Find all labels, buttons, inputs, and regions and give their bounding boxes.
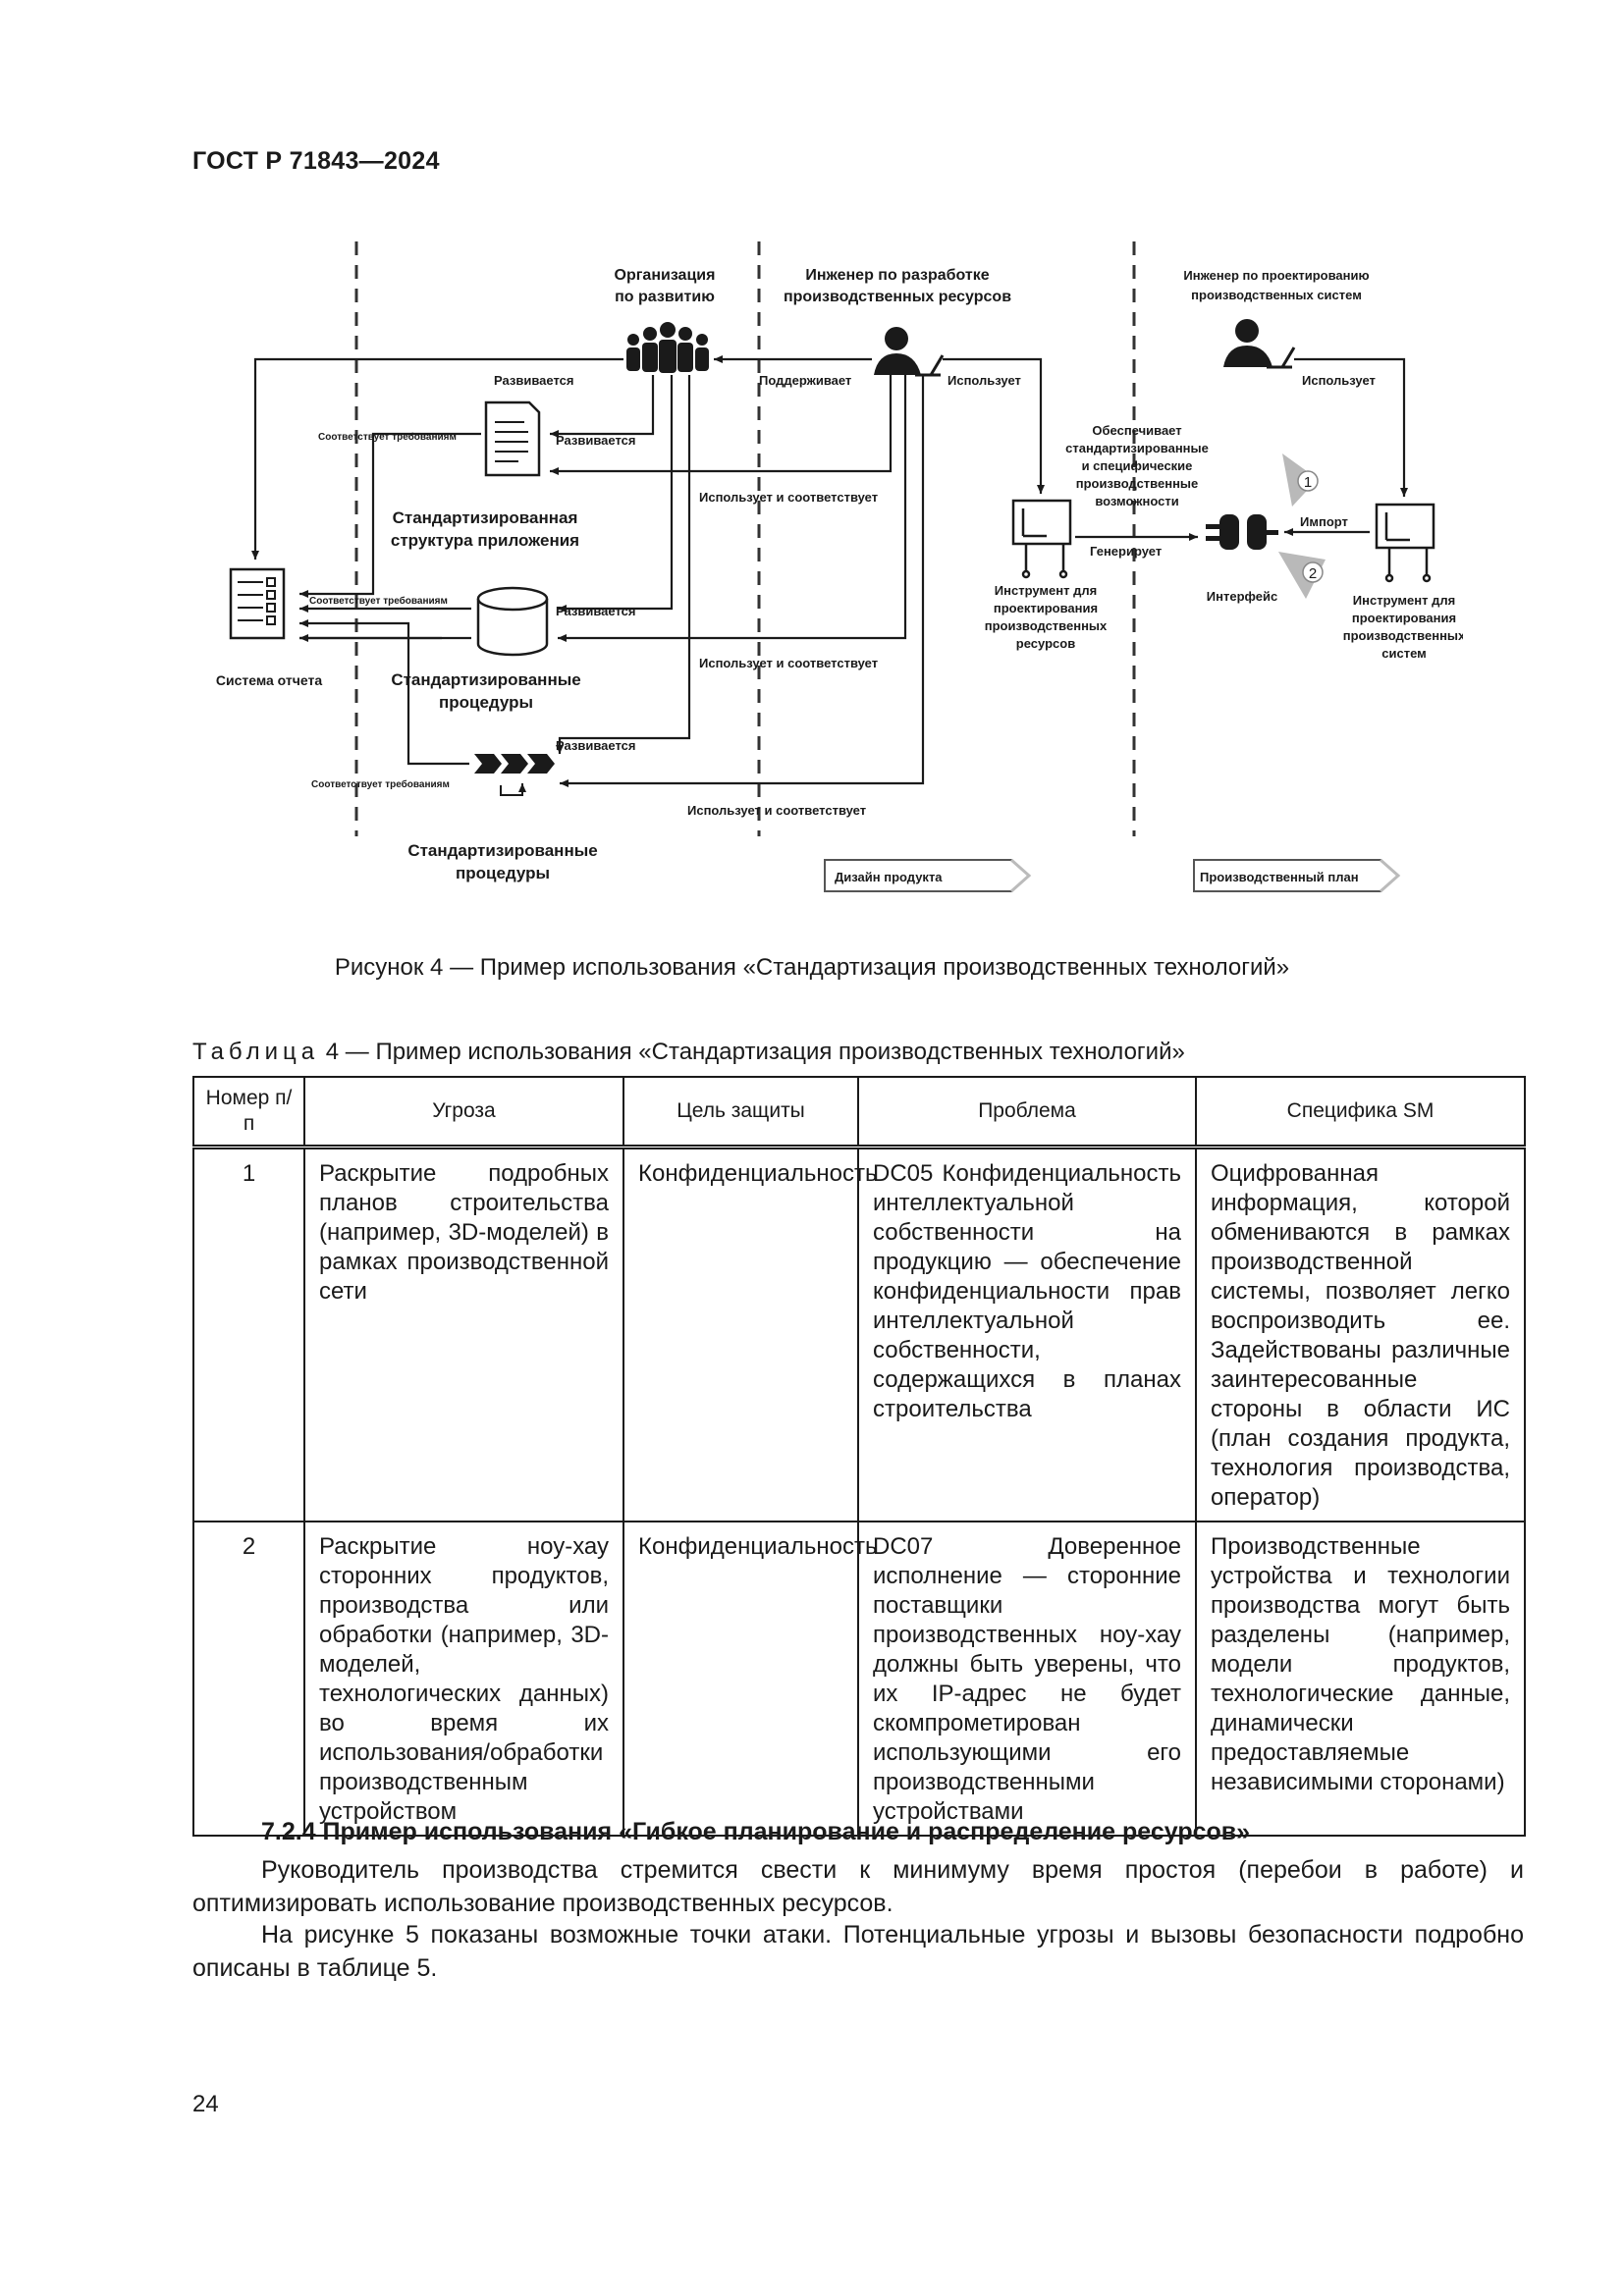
label-complies: Соответствует требованиям [318,431,457,443]
phase-production-plan-label: Производственный план [1200,870,1359,884]
tool-sys-title-1: Инструмент для [1353,593,1455,608]
phase-production-plan: Производственный план [1193,858,1401,893]
table-row: 2 Раскрытие ноу-хау сторонних продуктов,… [192,1521,1526,1837]
eng-sys-title-2: производственных систем [1191,288,1362,302]
design-tool-icon [1375,503,1435,583]
label-generates: Генерирует [1090,544,1162,559]
label-uses-complies: Использует и соответствует [699,490,878,505]
report-system-title: Система отчета [216,672,322,688]
provides-line-1: Обеспечивает [1092,423,1181,438]
eng-res-title-1: Инженер по разработке [805,267,989,284]
label-complies: Соответствует требованиям [311,778,450,790]
page-number: 24 [192,2091,219,2117]
label-complies: Соответствует требованиям [309,595,448,607]
table-header-row: Номер п/п Угроза Цель защиты Проблема Сп… [192,1076,1526,1149]
tool-res-title-4: ресурсов [1016,636,1075,651]
label-uses-complies: Использует и соответствует [687,803,866,818]
org-title-2: по развитию [615,289,715,305]
phase-product-design: Дизайн продукта [824,858,1032,893]
label-develops: Развивается [556,433,635,448]
table-caption-prefix: Таблица [192,1039,320,1065]
document-header: ГОСТ Р 71843—2024 [192,147,440,175]
label-uses: Использует [1302,373,1376,388]
cell-specifics: Производственные устройства и технологии… [1195,1521,1526,1837]
table-caption: Таблица 4 — Пример использования «Станда… [192,1039,1185,1066]
std-proc-title-2: процедуры [456,864,550,882]
header-problem: Проблема [857,1076,1197,1149]
provides-line-2: стандартизированные [1065,441,1209,455]
label-uses: Использует [947,373,1021,388]
engineer-icon [1223,319,1296,369]
badge-2: 2 [1309,565,1317,582]
engineer-icon [874,327,945,377]
std-proc-title-1: Стандартизированные [407,841,597,860]
eng-sys-title-1: Инженер по проектированию [1183,268,1369,283]
header-specifics: Специфика SM [1195,1076,1526,1149]
cell-threat: Раскрытие подробных планов строительства… [303,1146,624,1522]
table-row: 1 Раскрытие подробных планов строительст… [192,1146,1526,1522]
report-list-icon [229,567,286,640]
cell-goal: Конфиденциальность [623,1521,877,1837]
table-caption-text: 4 — Пример использования «Стандартизация… [319,1039,1185,1065]
cell-goal: Конфиденциальность [623,1146,877,1522]
attack-point-1-icon: 1 [1282,454,1319,507]
use-case-diagram: Организация по развитию Инженер по разра… [216,241,1463,893]
tool-sys-title-4: систем [1381,646,1427,661]
cell-specifics: Оцифрованная информация, которой обменив… [1195,1146,1526,1522]
threat-table: Номер п/п Угроза Цель защиты Проблема Сп… [192,1076,1526,1837]
phase-product-design-label: Дизайн продукта [835,870,943,884]
provides-line-4: производственные [1076,476,1199,491]
org-title-1: Организация [615,267,716,284]
tool-res-title-2: проектирования [994,601,1098,615]
header-goal: Цель защиты [623,1076,859,1149]
label-develops: Развивается [556,738,635,753]
interface-plug-icon [1206,514,1278,550]
label-develops: Развивается [556,604,635,618]
paragraph: На рисунке 5 показаны возможные точки ат… [192,1921,1524,1982]
attack-point-2-icon: 2 [1278,552,1326,599]
badge-1: 1 [1304,474,1312,491]
header-threat: Угроза [303,1076,624,1149]
app-struct-title-1: Стандартизированная [393,508,578,527]
std-proc-title-1: Стандартизированные [391,670,580,689]
process-chevron-icon [474,754,555,796]
swimlane-separators [354,241,1136,836]
label-develops: Развивается [494,373,573,388]
interface-title: Интерфейс [1207,589,1277,604]
cell-problem: DC07 Доверенное исполнение — сторонние п… [857,1521,1197,1837]
cell-num: 1 [192,1146,305,1522]
figure-caption: Рисунок 4 — Пример использования «Станда… [334,954,1290,981]
database-icon [476,586,549,657]
provides-line-5: возможности [1095,494,1178,508]
cell-problem: DC05 Конфиденциальность интеллектуальной… [857,1146,1197,1522]
provides-line-3: и специфические [1082,458,1193,473]
header-num: Номер п/п [192,1076,305,1149]
tool-sys-title-3: производственных [1343,628,1463,643]
tool-sys-title-2: проектирования [1352,611,1456,625]
people-group-icon [626,322,709,373]
section-title: 7.2.4 Пример использования «Гибкое плани… [261,1818,1251,1845]
label-uses-complies: Использует и соответствует [699,656,878,670]
cell-num: 2 [192,1521,305,1837]
std-proc-title-2: процедуры [439,693,533,712]
label-supports: Поддерживает [759,373,851,388]
design-tool-icon [1011,499,1072,579]
cell-threat: Раскрытие ноу-хау сторонних продуктов, п… [303,1521,624,1837]
document-icon [484,400,541,477]
eng-res-title-2: производственных ресурсов [784,289,1011,305]
label-import: Импорт [1300,514,1348,529]
tool-res-title-1: Инструмент для [995,583,1097,598]
app-struct-title-2: структура приложения [391,531,579,550]
flow-connectors [251,355,1408,787]
paragraph: Руководитель производства стремится свес… [192,1856,1524,1917]
tool-res-title-3: производственных [985,618,1108,633]
